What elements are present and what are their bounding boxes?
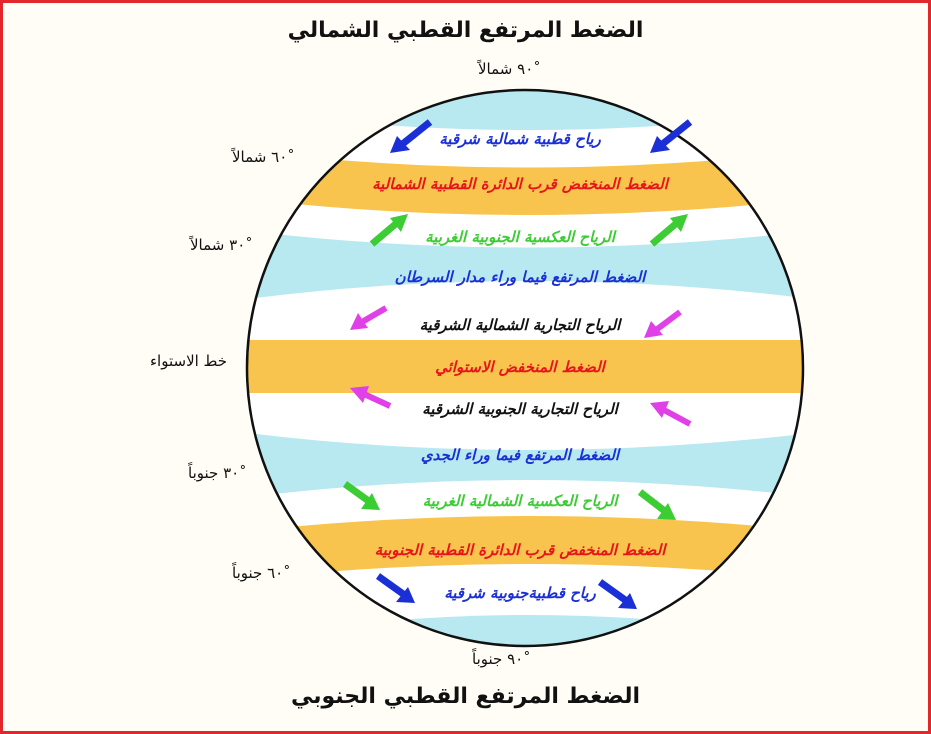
subpolar-low-south-band (247, 516, 803, 580)
arrow-icon (342, 481, 373, 505)
latitude-s30-label: ٣٠ْ جنوباً (188, 464, 240, 482)
latitude-s90-label: ٩٠ْ جنوباً (472, 650, 524, 668)
globe-bands (247, 90, 803, 646)
arrow-head-icon (657, 503, 676, 520)
polar-easterlies-south-arrows (375, 573, 637, 609)
westerlies-north-arrows (369, 214, 688, 247)
westerlies-north-label: الرياح العكسية الجنوبية الغربية (425, 228, 615, 246)
arrow-head-icon (361, 493, 380, 510)
arrow-icon (637, 489, 669, 515)
arrow-head-icon (670, 214, 688, 232)
polar-easterlies-north-label: رياح قطبية شمالية شرقية (439, 130, 601, 148)
westerlies-south-arrows (342, 481, 676, 520)
subtropical-high-south-band (247, 432, 803, 498)
subtropical-high-north-label: الضغط المرتفع فيما وراء مدار السرطان (394, 268, 646, 286)
arrow-head-icon (650, 136, 670, 153)
subpolar-low-north-band (247, 150, 803, 215)
polar-easterlies-north-arrows (390, 119, 693, 153)
globe-outline (245, 88, 805, 648)
equatorial-low-band (247, 340, 803, 393)
arrow-icon (649, 219, 681, 247)
equator-label: خط الاستواء (150, 352, 228, 370)
arrow-head-icon (350, 386, 369, 403)
arrow-icon (362, 391, 392, 409)
polar-easterlies-south-label: رياح قطبيةجنوبية شرقية (444, 584, 596, 602)
arrow-head-icon (618, 593, 637, 609)
south-polar-cap (247, 615, 803, 646)
westerlies-south-label: الرياح العكسية الشمالية الغربية (422, 492, 618, 510)
north-polar-cap (247, 90, 803, 130)
north-pole-title: الضغط المرتفع القطبي الشمالي (287, 18, 644, 43)
arrow-icon (654, 309, 682, 333)
equatorial-low-label: الضغط المنخفض الاستوائي (435, 358, 605, 376)
arrow-icon (397, 119, 433, 149)
arrow-head-icon (644, 321, 663, 338)
south-pole-title: الضغط المرتفع القطبي الجنوبي (290, 684, 641, 709)
subpolar-low-north-label: الضغط المنخفض قرب الدائرة القطبية الشمال… (372, 175, 668, 193)
latitude-n90-label: ٩٠ْ شمالاً (478, 60, 534, 78)
arrow-head-icon (350, 313, 368, 330)
subpolar-low-south-label: الضغط المنخفض قرب الدائرة القطبية الجنوب… (374, 541, 666, 559)
arrow-head-icon (390, 136, 410, 153)
latitude-n30-label: ٣٠ْ شمالاً (190, 236, 246, 254)
arrow-icon (360, 305, 388, 325)
subtropical-high-south-label: الضغط المرتفع فيما وراء الجدي (420, 446, 620, 464)
arrow-icon (375, 573, 409, 599)
trades-north-arrows (350, 305, 682, 338)
latitude-s60-label: ٦٠ْ جنوباً (232, 564, 284, 582)
trades-north-label: الرياح التجارية الشمالية الشرقية (419, 316, 621, 334)
arrow-icon (369, 219, 401, 247)
arrow-icon (662, 407, 692, 427)
arrow-icon (597, 579, 631, 605)
arrow-icon (657, 119, 693, 149)
latitude-n60-label: ٦٠ْ شمالاً (232, 148, 288, 166)
arrow-head-icon (650, 401, 669, 418)
arrow-head-icon (390, 214, 408, 232)
subtropical-high-north-band (247, 230, 803, 300)
trades-south-label: الرياح التجارية الجنوبية الشرقية (422, 400, 618, 418)
trades-south-arrows (350, 386, 692, 427)
arrow-head-icon (396, 587, 415, 603)
